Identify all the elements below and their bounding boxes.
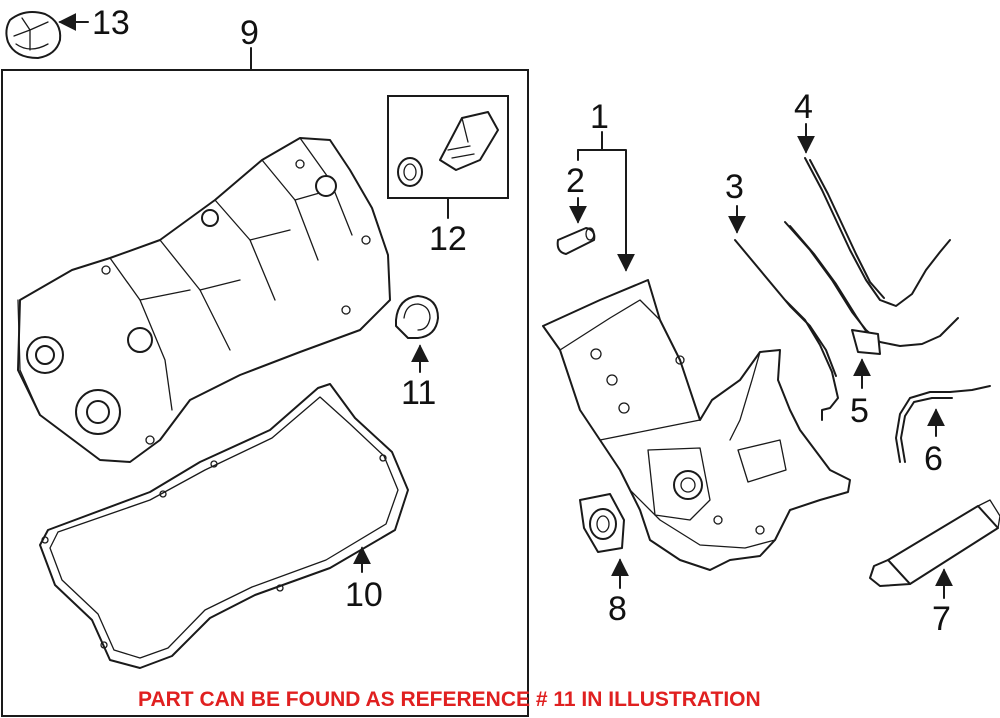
oil-filler-cap[interactable] [5, 11, 62, 59]
callout-13: 13 [92, 4, 130, 42]
kit-box-9 [1, 69, 529, 717]
callout-2: 2 [566, 162, 585, 200]
callout-9: 9 [240, 14, 259, 52]
timing-cover[interactable] [542, 279, 851, 571]
dowel-pin[interactable] [556, 227, 596, 255]
valve-cover[interactable] [17, 137, 391, 463]
callout-7: 7 [932, 600, 951, 638]
callout-10: 10 [345, 576, 383, 614]
cover-gasket-5[interactable] [784, 221, 959, 347]
sealant-tube[interactable] [869, 499, 1000, 587]
cover-gasket-4[interactable] [804, 157, 951, 307]
pcv-valve[interactable] [397, 111, 499, 187]
reference-note: PART CAN BE FOUND AS REFERENCE # 11 IN I… [138, 688, 761, 711]
callout-12: 12 [429, 220, 467, 258]
callout-8: 8 [608, 590, 627, 628]
cover-gasket-6[interactable] [895, 385, 991, 463]
callout-6: 6 [924, 440, 943, 478]
cover-gasket-3[interactable] [734, 239, 839, 421]
callout-4: 4 [794, 88, 813, 126]
callout-1: 1 [590, 98, 609, 136]
gasket-5-tab [851, 329, 881, 355]
callout-11: 11 [401, 374, 436, 412]
callout-1-leader [577, 149, 626, 270]
seal-clamp-11[interactable] [395, 295, 439, 339]
callout-5: 5 [850, 392, 869, 430]
front-seal[interactable] [579, 493, 625, 553]
callout-3: 3 [725, 168, 744, 206]
